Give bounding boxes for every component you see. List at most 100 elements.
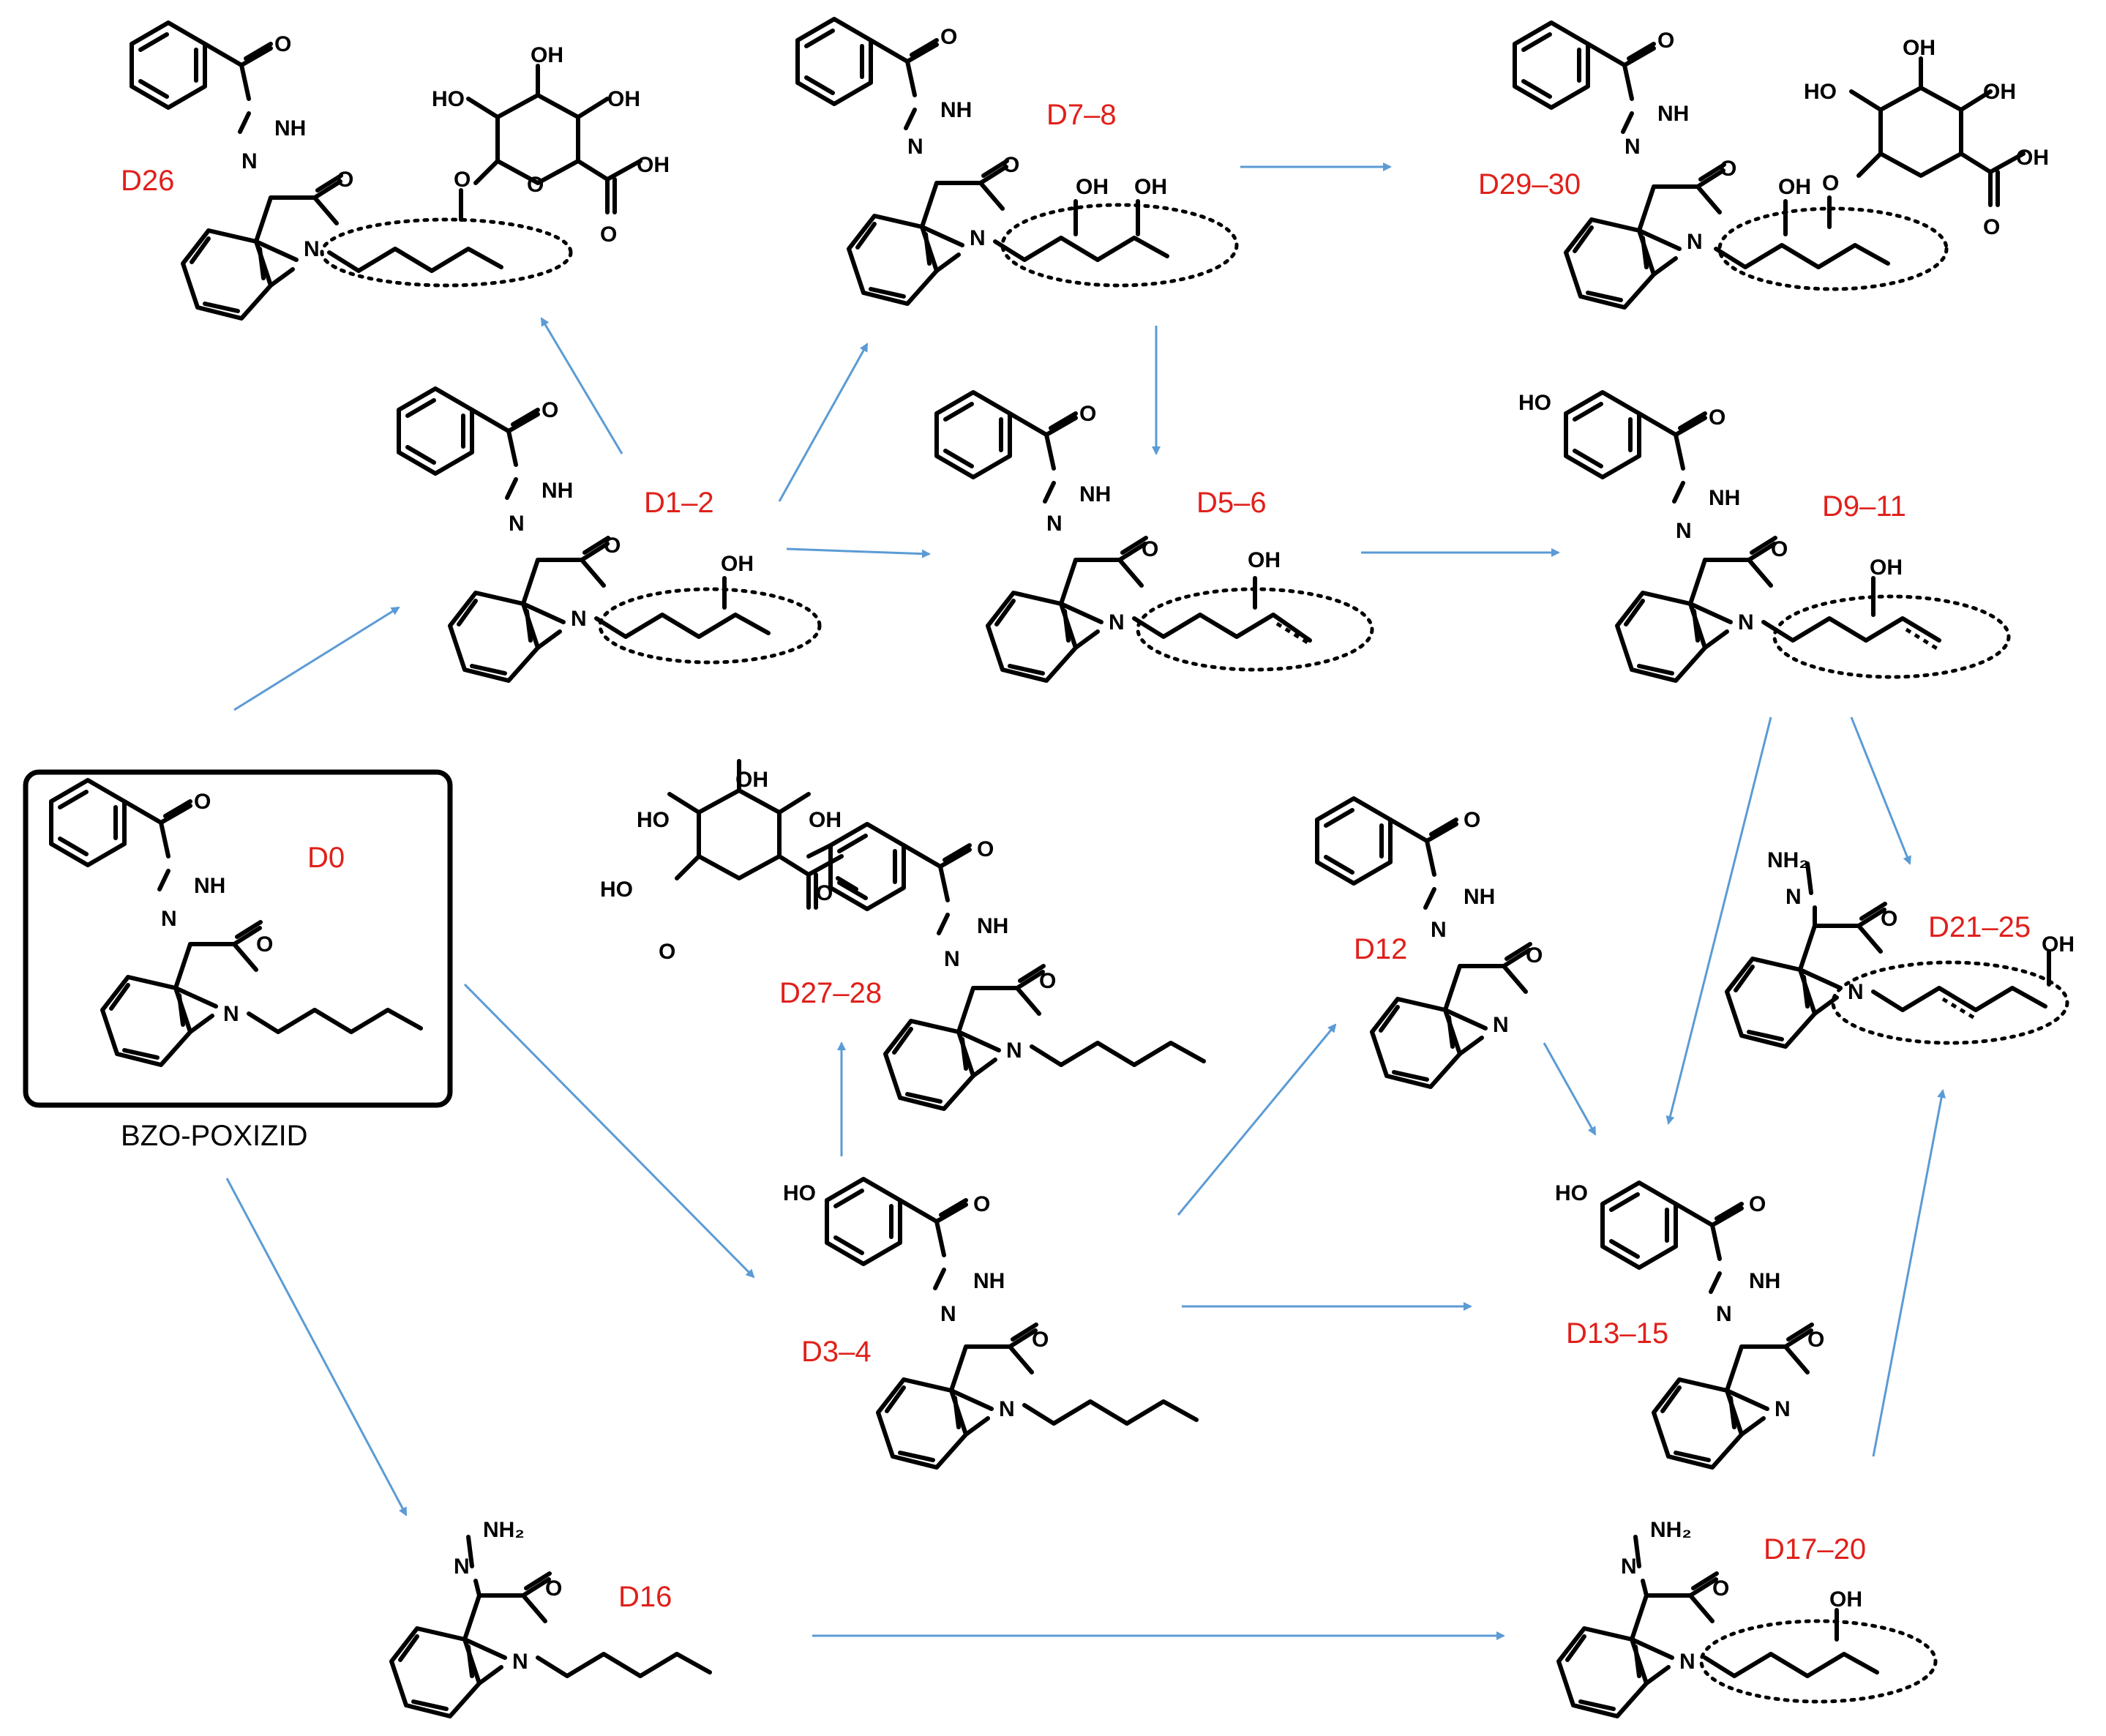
atom-ho: HO [1518,391,1551,415]
atom-oh: OH [721,552,754,576]
atom-o: O [977,837,994,861]
atom-oh: OH [1076,175,1109,199]
structure-d9-11: HO O NH N O N OH [1518,391,2011,681]
atom-o: O [940,25,957,49]
atom-n: N [940,1302,956,1326]
atom-nh: NH [977,914,1008,938]
atom-o: O [1822,171,1839,195]
arrow-d0-to-d3-4 [463,983,755,1279]
atom-nh2: NH₂ [1767,848,1809,872]
label-d26: D26 [121,165,174,197]
structure-d29-30: O NH N O N OH O OH HO OH OH O [1515,23,2049,307]
atom-ho: HO [783,1181,816,1205]
atom-n: N [1621,1554,1637,1579]
pathway-arrows [225,162,1946,1640]
atom-o: O [1039,969,1056,993]
caption-bzo-poxizid: BZO-POXIZID [121,1120,308,1152]
atom-o: O [659,940,675,964]
atom-n: N [1676,519,1692,543]
structure-d5-6: O NH N O N OH [937,392,1374,681]
atom-oh: OH [1778,175,1811,199]
atom-n: N [1738,610,1754,635]
arrow-d12-to-d13-15 [1543,1042,1597,1136]
atom-n: N [454,1554,470,1579]
atom-ho: HO [600,878,633,902]
atom-n: N [1848,980,1864,1004]
atom-n: N [161,907,177,931]
structure-d7-8: O NH N O N OH OH [798,19,1239,304]
atom-n: N [1046,512,1063,536]
atom-o: O [1709,405,1725,430]
atom-n: N [999,1397,1015,1421]
atom-oh: OH [1903,36,1936,60]
arrow-d9-11-to-d21-25 [1850,717,1911,865]
atom-o: O [545,1576,562,1601]
arrow-d0-to-d16 [225,1178,408,1516]
label-d7-8: D7–8 [1046,99,1117,131]
atom-ho: HO [1804,80,1837,104]
structure-d21-25: NH₂ N O N OH [1727,848,2075,1047]
atom-o: O [337,168,353,192]
atom-n: N [304,237,320,261]
atom-o: O [256,932,273,957]
atom-o: O [1712,1576,1729,1601]
atom-nh2: NH₂ [1650,1518,1692,1542]
atom-oh: OH [2042,932,2075,957]
atom-n: N [1785,885,1802,909]
atom-oh: OH [637,153,670,177]
structure-d27-28: OH HO OH HO O O O NH N O N [600,761,1204,1109]
arrow-d1-2-to-d7-8 [778,343,869,502]
atom-o: O [1079,402,1096,426]
atom-n: N [1687,230,1703,254]
atom-o: O [454,168,471,192]
atom-oh: OH [809,808,842,832]
atom-n: N [509,512,525,536]
atom-oh: OH [735,768,768,792]
atom-n: N [223,1002,239,1026]
atom-o: O [1657,29,1674,53]
atom-nh: NH [542,479,573,503]
atom-ho: HO [1555,1181,1588,1205]
atom-oh: OH [1829,1587,1862,1612]
atom-n: N [1775,1397,1791,1421]
atom-o: O [1142,537,1158,561]
atom-nh: NH [274,116,306,141]
atom-o: O [542,398,558,422]
structure-d3-4: HO O NH N O N [783,1179,1196,1467]
atom-n: N [1625,135,1641,159]
atom-oh: OH [2016,146,2049,170]
arrow-d1-2-to-d5-6 [786,547,931,558]
atom-n: N [1109,610,1125,635]
label-d12: D12 [1354,933,1407,965]
atom-ho: HO [432,87,465,111]
atom-o: O [194,790,211,814]
structure-d12: O NH N O N [1317,798,1543,1087]
structure-d1-2: O NH N O N OH [399,389,822,681]
arrow-d17-20-to-d21-25 [1872,1089,1946,1457]
arrow-d1-2-to-d26 [540,317,623,454]
atom-o: O [1881,907,1897,931]
atom-nh2: NH₂ [483,1518,525,1542]
arrow-d9-11-to-d13-15 [1665,717,1772,1125]
label-d27-28: D27–28 [779,977,882,1009]
atom-oh: OH [607,87,640,111]
structure-d13-15: HO O NH N O N [1555,1181,1824,1467]
atom-oh: OH [1983,80,2016,104]
label-d29-30: D29–30 [1478,168,1581,201]
atom-n: N [1493,1013,1509,1037]
atom-ho: HO [637,808,670,832]
starting-compound-box [23,769,453,1108]
atom-o: O [600,222,617,247]
atom-nh: NH [1709,486,1740,510]
atom-n: N [970,226,986,250]
atom-n: N [1431,918,1447,942]
atom-o: O [1720,157,1736,181]
atom-n: N [1716,1302,1732,1326]
atom-o: O [1464,808,1480,832]
atom-n: N [241,149,258,173]
structure-d26: O NH N O N O OH HO OH OH O O [132,23,670,318]
atom-o: O [1771,537,1788,561]
structure-d17-20: NH₂ N O N OH [1559,1518,1938,1716]
atom-oh: OH [1248,548,1281,572]
